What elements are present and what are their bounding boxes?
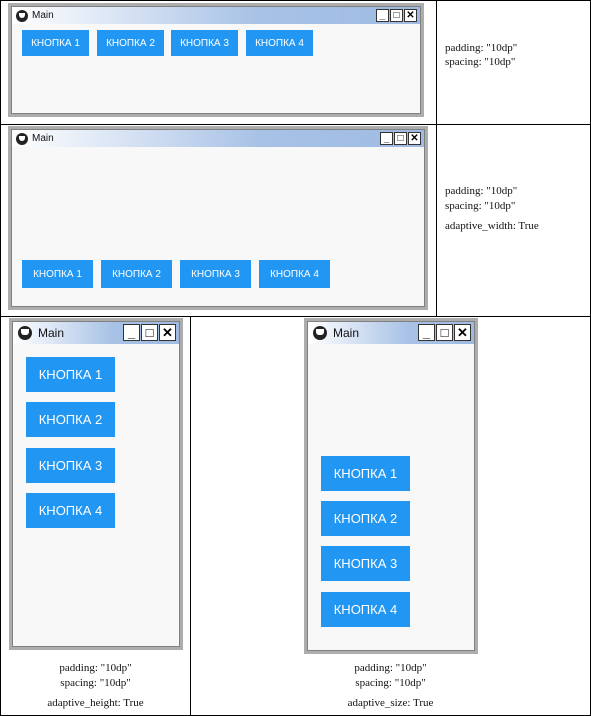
button-3[interactable]: КНОПКА 3 (180, 260, 251, 288)
window-title: Main (38, 326, 65, 340)
title-bar[interactable]: Main _ □ ✕ (308, 322, 474, 344)
window-content: Main _ □ ✕ КНОПКА 1 КНОПКА 2 КНОПКА 3 КН… (12, 321, 180, 647)
button-4[interactable]: КНОПКА 4 (246, 30, 313, 56)
button-4[interactable]: КНОПКА 4 (259, 260, 330, 288)
maximize-button[interactable]: □ (141, 324, 158, 341)
close-button[interactable]: ✕ (404, 9, 417, 22)
window-title: Main (32, 133, 54, 144)
table-border-top (0, 0, 591, 1)
button-3[interactable]: КНОПКА 3 (171, 30, 238, 56)
button-2[interactable]: КНОПКА 2 (26, 402, 115, 437)
app-icon (313, 326, 327, 340)
window-adaptive-height: Main _ □ ✕ КНОПКА 1 КНОПКА 2 КНОПКА 3 КН… (9, 318, 183, 650)
minimize-button[interactable]: _ (418, 324, 435, 341)
app-icon (16, 9, 28, 22)
window-title: Main (32, 10, 54, 21)
window-adaptive-width: Main _ □ ✕ КНОПКА 1 КНОПКА 2 КНОПКА 3 КН… (8, 126, 428, 310)
window-adaptive-size: Main _ □ ✕ КНОПКА 1 КНОПКА 2 КНОПКА 3 КН… (304, 318, 478, 654)
title-bar[interactable]: Main _ □ ✕ (12, 130, 424, 147)
caption-spacing: spacing: "10dp" (355, 677, 426, 689)
title-bar[interactable]: Main _ □ ✕ (12, 7, 420, 24)
caption-padding: padding: "10dp" (354, 662, 427, 674)
button-2[interactable]: КНОПКА 2 (321, 501, 410, 536)
row-divider-2 (0, 316, 591, 317)
button-2[interactable]: КНОПКА 2 (101, 260, 172, 288)
button-1[interactable]: КНОПКА 1 (22, 30, 89, 56)
table-border-left (0, 0, 1, 716)
button-2[interactable]: КНОПКА 2 (97, 30, 164, 56)
row-divider-1 (0, 124, 591, 125)
minimize-button[interactable]: _ (123, 324, 140, 341)
button-3[interactable]: КНОПКА 3 (321, 546, 410, 581)
caption-spacing: spacing: "10dp" (60, 677, 131, 689)
maximize-button[interactable]: □ (436, 324, 453, 341)
minimize-button[interactable]: _ (376, 9, 389, 22)
button-1[interactable]: КНОПКА 1 (22, 260, 93, 288)
caption-adaptive-height: adaptive_height: True (47, 697, 144, 709)
caption-padding: padding: "10dp" (445, 42, 518, 54)
minimize-button[interactable]: _ (380, 132, 393, 145)
button-3[interactable]: КНОПКА 3 (26, 448, 115, 483)
col-divider-bottom (190, 316, 191, 716)
caption-padding: padding: "10dp" (445, 185, 518, 197)
app-icon (16, 132, 28, 145)
window-content: Main _ □ ✕ КНОПКА 1 КНОПКА 2 КНОПКА 3 КН… (11, 129, 425, 307)
window-title: Main (333, 326, 360, 340)
maximize-button[interactable]: □ (394, 132, 407, 145)
title-bar[interactable]: Main _ □ ✕ (13, 322, 179, 344)
maximize-button[interactable]: □ (390, 9, 403, 22)
caption-spacing: spacing: "10dp" (445, 56, 516, 68)
caption-spacing: spacing: "10dp" (445, 200, 516, 212)
close-button[interactable]: ✕ (159, 324, 176, 341)
close-button[interactable]: ✕ (454, 324, 471, 341)
app-icon (18, 326, 32, 340)
col-divider-top (436, 0, 437, 316)
window-content: Main _ □ ✕ КНОПКА 1 КНОПКА 2 КНОПКА 3 КН… (11, 6, 421, 114)
caption-adaptive-width: adaptive_width: True (445, 220, 539, 232)
caption-adaptive-size: adaptive_size: True (347, 697, 434, 709)
window-content: Main _ □ ✕ КНОПКА 1 КНОПКА 2 КНОПКА 3 КН… (307, 321, 475, 651)
button-4[interactable]: КНОПКА 4 (26, 493, 115, 528)
caption-padding: padding: "10dp" (59, 662, 132, 674)
window-padding-spacing: Main _ □ ✕ КНОПКА 1 КНОПКА 2 КНОПКА 3 КН… (8, 3, 424, 117)
button-1[interactable]: КНОПКА 1 (321, 456, 410, 491)
close-button[interactable]: ✕ (408, 132, 421, 145)
button-4[interactable]: КНОПКА 4 (321, 592, 410, 627)
button-1[interactable]: КНОПКА 1 (26, 357, 115, 392)
